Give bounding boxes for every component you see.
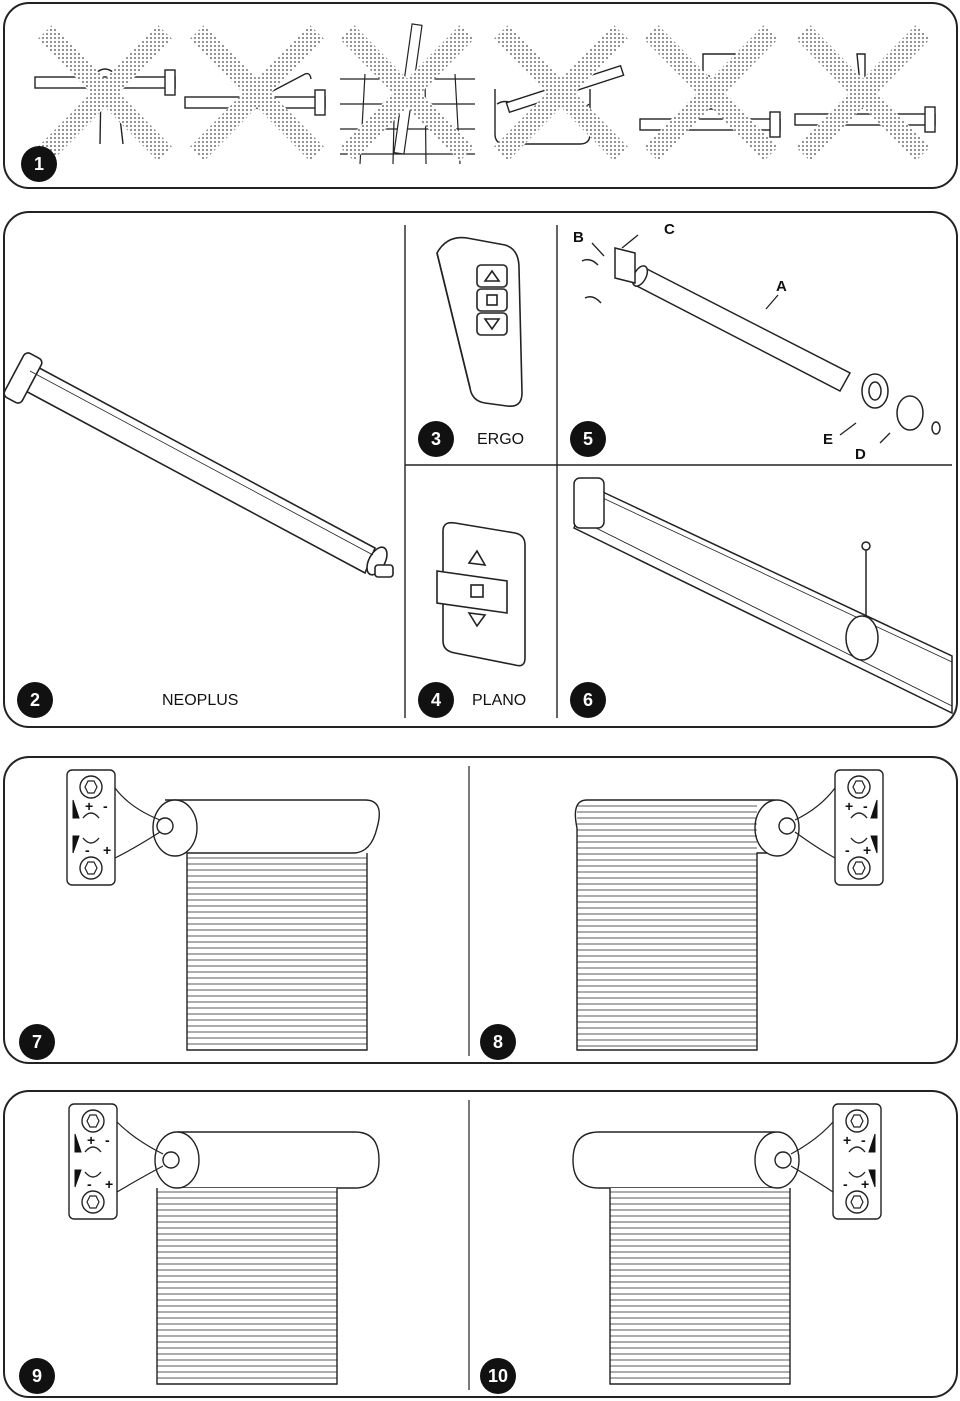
sign-plus-8b: + [863, 842, 872, 858]
sign-plus-7b: + [103, 842, 112, 858]
sign-minus-7b: - [85, 842, 90, 858]
panel-limit-adjust-bottom: + - - + + - - + 9 10 [3, 1090, 958, 1398]
part-label-c: C [664, 221, 675, 238]
sign-plus-10b: + [861, 1176, 870, 1192]
shutter-roll-10 [572, 1131, 800, 1385]
prohibition-illustrations [34, 23, 936, 165]
cross-out-icon [37, 24, 931, 162]
exploded-motor-drawing [581, 234, 941, 444]
sign-minus-10a: - [861, 1132, 866, 1148]
down-arrow-icon [483, 318, 501, 331]
figure-caption-neoplus: NEOPLUS [162, 692, 239, 709]
sign-minus-7a: - [103, 798, 108, 814]
hex-adjust-icon [832, 1103, 882, 1220]
sign-plus-7a: + [85, 798, 94, 814]
sign-plus-9a: + [87, 1132, 96, 1148]
sign-plus-10a: + [843, 1132, 852, 1148]
sign-minus-8b: - [845, 842, 850, 858]
figure-number-1: 1 [21, 146, 57, 182]
shutter-roll-7 [152, 799, 380, 1051]
figure-caption-plano: PLANO [472, 692, 527, 709]
panel-limit-adjust-top: + - - + + - - + 7 8 [3, 756, 958, 1064]
figure-number-2: 2 [17, 682, 53, 718]
figure-caption-ergo: ERGO [477, 431, 525, 448]
limit-adjust-drawings-9-10 [68, 1100, 882, 1390]
hex-adjust-icon [68, 1103, 118, 1220]
panel-components: 2 NEOPLUS 3 ERGO 4 PLANO [3, 211, 958, 728]
stop-icon [486, 294, 498, 306]
shutter-slats-10 [610, 1191, 790, 1385]
sign-plus-9b: + [105, 1176, 114, 1192]
hex-adjust-icon [66, 769, 116, 886]
shutter-slats-9 [157, 1191, 337, 1385]
ergo-remote-drawing [436, 236, 523, 408]
plano-switch-drawing [436, 521, 526, 667]
part-label-d: D [855, 446, 866, 463]
neoplus-motor-drawing [3, 352, 394, 578]
part-label-a: A [776, 278, 787, 295]
shutter-roll-9 [154, 1131, 380, 1385]
sign-plus-8a: + [845, 798, 854, 814]
figure-number-8: 8 [480, 1024, 516, 1060]
figure-number-4: 4 [418, 682, 454, 718]
limit-adjust-drawings-7-8 [66, 766, 884, 1056]
shutter-slats-7 [187, 857, 367, 1051]
figure-number-5: 5 [570, 421, 606, 457]
sign-minus-9b: - [87, 1176, 92, 1192]
sign-minus-8a: - [863, 798, 868, 814]
part-label-e: E [823, 431, 834, 448]
panel-prohibitions: 1 [3, 2, 958, 189]
shutter-roll-8 [574, 799, 800, 1051]
shutter-slats-8 [577, 805, 757, 1047]
hex-adjust-icon [834, 769, 884, 886]
up-arrow-icon [483, 269, 501, 282]
figure-number-6: 6 [570, 682, 606, 718]
stop-icon [470, 584, 484, 598]
down-arrow-icon [467, 611, 487, 628]
figure-number-10: 10 [480, 1358, 516, 1394]
sign-minus-9a: - [105, 1132, 110, 1148]
figure-number-9: 9 [19, 1358, 55, 1394]
figure-number-3: 3 [418, 421, 454, 457]
up-arrow-icon [467, 549, 487, 566]
figure-number-7: 7 [19, 1024, 55, 1060]
part-label-b: B [573, 229, 584, 246]
section-dividers [404, 225, 952, 718]
motor-in-tube-drawing [573, 477, 953, 715]
sign-minus-10b: - [843, 1176, 848, 1192]
